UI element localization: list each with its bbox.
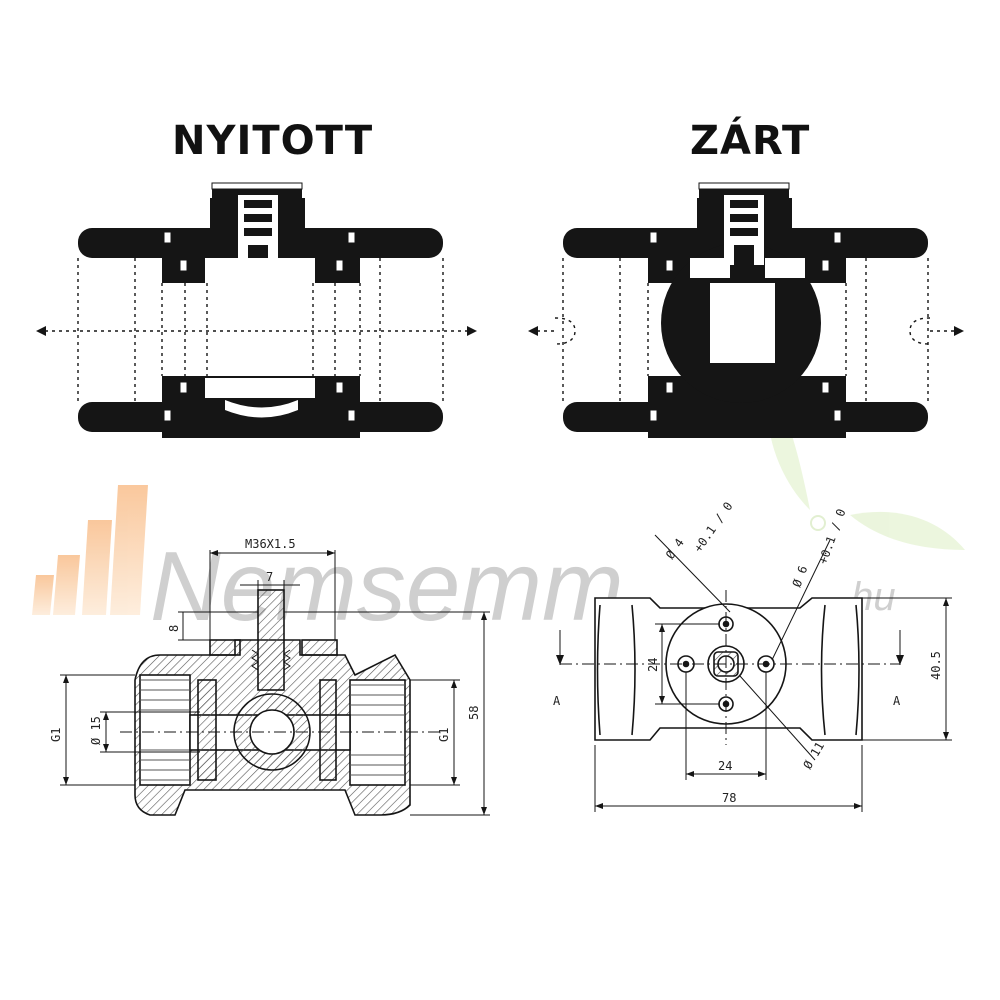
watermark-stripes: [32, 485, 148, 615]
valve-closed-details: [528, 182, 964, 422]
dim-bore-label: Ø 15: [89, 716, 103, 745]
watermark-brand: Nemsemm: [150, 531, 624, 641]
dim-height-right-label: 40.5: [929, 651, 943, 680]
dim-length-label: 78: [722, 791, 736, 805]
top-view-drawing-right: [594, 597, 863, 741]
dim-stem-width-label: 7: [266, 570, 273, 584]
title-closed: ZÁRT: [690, 118, 811, 164]
dim-bolt-horizontal-label: 24: [718, 759, 732, 773]
dim-height-label: 58: [467, 706, 481, 720]
section-drawing-left: [134, 589, 411, 816]
section-left-arrows: [63, 550, 487, 815]
dim-hole-small-tolerance: +0.1 / 0: [691, 499, 736, 554]
section-label-left: A: [553, 694, 561, 708]
dim-port-right-label: G1: [437, 728, 451, 742]
dim-port-left-label: G1: [49, 728, 63, 742]
top-view-arrows: [556, 598, 949, 809]
section-left-dimension-lines: [60, 550, 490, 816]
valve-open-details: [36, 182, 477, 422]
dim-thread-label: M36X1.5: [245, 537, 296, 551]
dim-hole-small-label: Ø 4: [663, 536, 687, 562]
title-open: NYITOTT: [172, 118, 374, 164]
dim-hole-big-label: Ø 6: [790, 564, 811, 589]
top-view-dimension-lines: [559, 534, 952, 812]
section-label-right: A: [893, 694, 901, 708]
dim-stem-height-label: 8: [167, 625, 181, 632]
dim-center-hole-label: Ø 11: [800, 739, 827, 771]
dim-bolt-vertical-label: 24: [646, 658, 660, 672]
